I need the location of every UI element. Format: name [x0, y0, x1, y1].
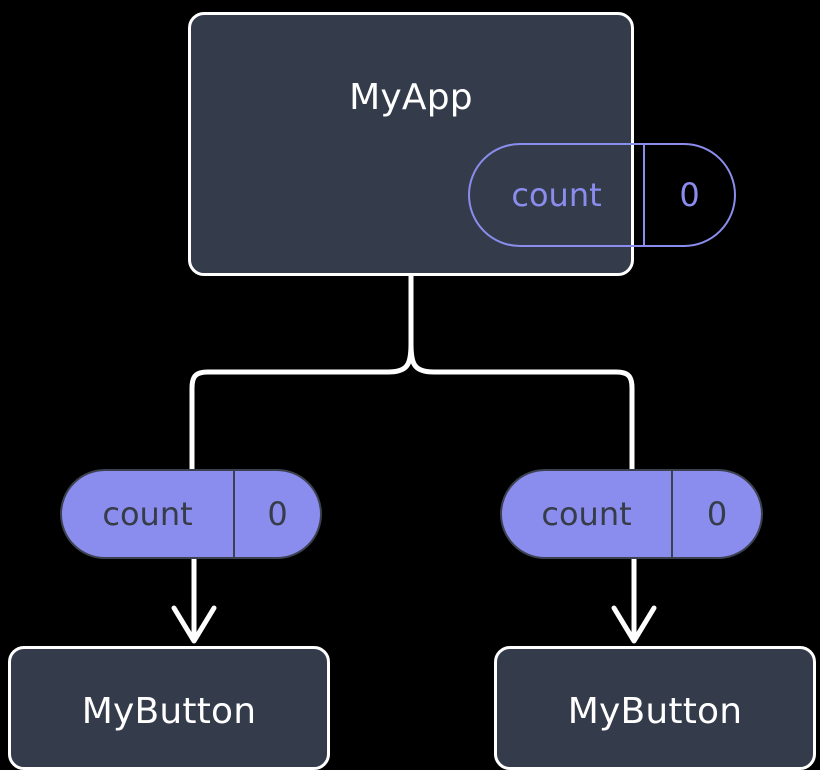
component-label-myapp: MyApp: [349, 77, 473, 118]
edge-root-to-children: [408, 273, 635, 473]
component-label-mybutton-left: MyButton: [81, 691, 257, 732]
prop-pill-right[interactable]: count 0: [500, 469, 763, 559]
prop-pill-left[interactable]: count 0: [60, 469, 322, 559]
state-pill-root[interactable]: count 0: [468, 143, 736, 247]
component-label-mybutton-right: MyButton: [567, 691, 743, 732]
component-node-myapp[interactable]: MyApp count 0: [188, 12, 736, 276]
component-node-mybutton-right[interactable]: MyButton: [494, 646, 816, 770]
edge-root-to-children-left: [189, 341, 414, 473]
component-node-mybutton-left[interactable]: MyButton: [8, 646, 330, 770]
arrow-right-head-icon: [611, 605, 657, 644]
prop-pill-left-value: 0: [267, 495, 288, 533]
state-pill-root-value: 0: [679, 176, 700, 214]
state-pill-root-name: count: [470, 145, 645, 245]
arrow-left-head-icon: [171, 605, 217, 644]
prop-pill-left-name: count: [62, 471, 235, 557]
prop-pill-right-value: 0: [706, 495, 728, 533]
prop-pill-right-name: count: [502, 471, 673, 557]
